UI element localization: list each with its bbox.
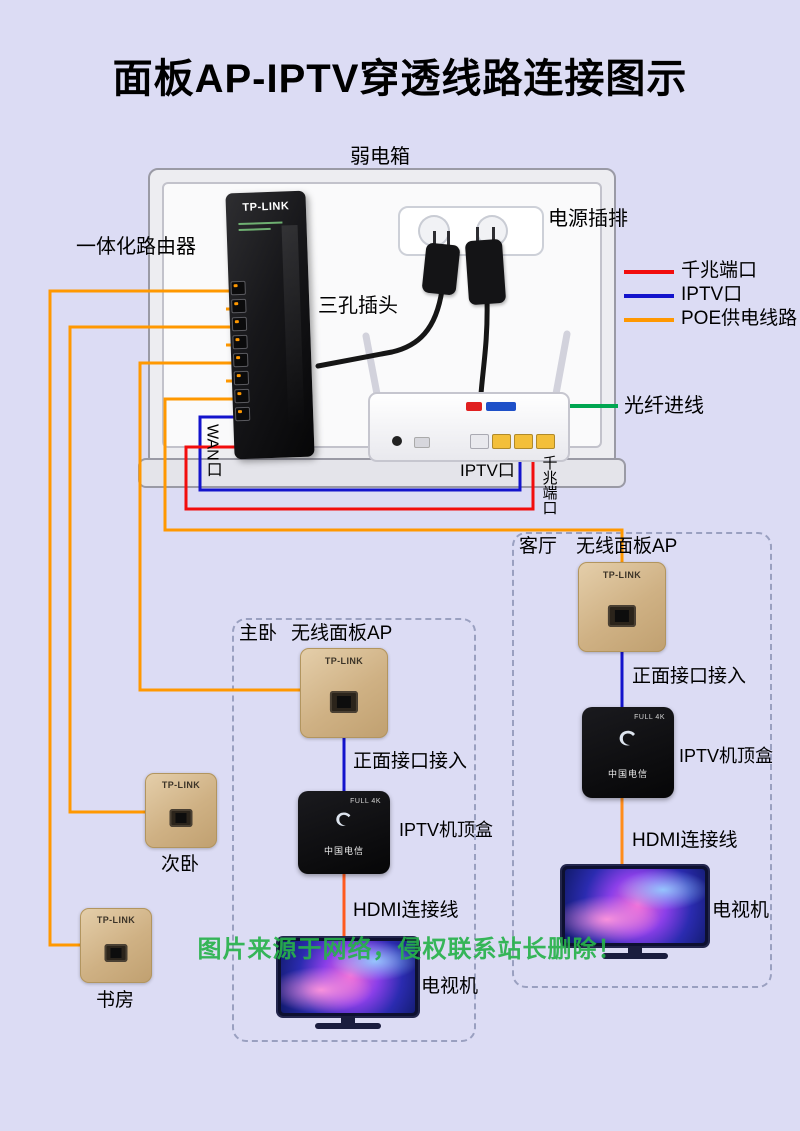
living-room-zone [512,532,772,988]
second-bedroom-name: 次卧 [161,854,200,875]
ont-brand-bar [486,402,516,411]
study-panel-ap: TP-LINK [80,908,152,983]
switch-port [231,298,247,314]
switch-port [232,352,249,368]
legend-label-poe: POE供电线路 [681,308,798,329]
living-tv-label: 电视机 [712,900,770,921]
tv-stand [341,1016,355,1024]
tv-stand [628,946,642,954]
wire-poe-master [138,361,302,692]
legend-line-iptv [624,294,674,298]
switch-port [230,280,246,296]
switch-port [234,388,250,404]
ont-power-port [392,436,402,446]
gigabit-port-label: 千兆端口 [540,455,558,515]
switch-port [232,334,248,350]
page-title: 面板AP-IPTV穿透线路连接图示 [112,57,688,101]
switch-port [231,316,248,332]
fiber-entry-label: 光纤进线 [624,395,704,417]
stb-brand-label: 中国电信 [607,768,648,779]
ont-modem [368,392,570,462]
stb-brand-label: 中国电信 [323,846,364,857]
antenna-left [362,332,381,398]
power-cable-left [315,287,445,369]
living-front-port-label: 正面接口接入 [632,666,747,687]
ont-lan-port [470,434,489,449]
plug-prong [492,227,495,242]
living-room-name: 客厅 [519,536,558,557]
second-bedroom-panel-ap: TP-LINK [145,773,217,848]
switch-port [233,370,250,386]
wire-poe-study [48,289,243,947]
ap-brand-label: TP-LINK [324,656,364,667]
ap-ethernet-jack [329,691,359,713]
power-plug [464,238,507,306]
master-front-port-label: 正面接口接入 [353,751,468,772]
ap-brand-label: TP-LINK [602,570,642,581]
tv-stand-base [602,953,668,959]
master-bedroom-zone [232,618,476,1042]
master-tv-label: 电视机 [421,976,479,997]
living-ap-title: 无线面板AP [576,536,678,557]
tv-screen [281,941,415,1013]
ap-ethernet-jack [607,605,637,627]
living-hdmi-label: HDMI连接线 [632,830,738,851]
plug-label: 三孔插头 [318,295,398,317]
ont-logo-icon [466,402,482,411]
living-tv [562,866,708,959]
antenna-right [552,330,571,398]
plug-prong [447,231,450,246]
china-telecom-logo-icon [333,809,355,836]
enclosure-label: 弱电箱 [350,146,410,168]
tv-stand-base [315,1023,381,1029]
switch-model-line [238,221,283,226]
master-iptv-stb: FULL 4K 中国电信 [298,791,390,874]
ap-brand-label: TP-LINK [161,779,201,790]
switch-brand-label: TP-LINK [242,200,290,214]
master-panel-ap: TP-LINK [300,648,388,738]
plug-prong [433,231,436,246]
living-panel-ap: TP-LINK [578,562,666,652]
wire-gigabit-trunk [184,445,535,511]
watermark-text: 图片来源于网络，侵权联系站长删除！ [197,936,623,963]
ont-gigabit-port [536,434,555,449]
poe-router-switch: TP-LINK [225,190,315,460]
switch-port [234,406,251,422]
study-name: 书房 [96,990,135,1011]
tv-screen [565,869,705,943]
legend-line-gigabit [624,270,674,274]
power-cable-right [478,297,490,397]
router-label: 一体化路由器 [76,236,196,258]
living-stb-label: IPTV机顶盒 [679,746,774,766]
stb-4k-badge: FULL 4K [350,798,381,805]
stb-4k-badge: FULL 4K [634,714,665,721]
legend-label-iptv: IPTV口 [681,284,743,305]
wire-iptv-trunk [198,415,522,492]
switch-model-line [238,227,271,232]
master-stb-label: IPTV机顶盒 [399,820,494,840]
master-hdmi-label: HDMI连接线 [353,900,459,921]
iptv-port-label: IPTV口 [460,461,515,480]
legend-label-gigabit: 千兆端口 [681,260,758,281]
wire-poe-second [68,325,243,814]
master-tv [278,938,418,1029]
ap-ethernet-jack [169,809,193,827]
china-telecom-logo-icon [616,727,640,756]
living-iptv-stb: FULL 4K 中国电信 [582,707,674,798]
master-room-name: 主卧 [239,623,278,644]
plug-prong [476,227,479,242]
wan-port-label: WAN口 [203,424,221,477]
legend-line-poe [624,318,674,322]
power-plug [421,242,461,296]
ont-lan-port [514,434,533,449]
wire-poe-living [163,397,624,563]
power-strip-label: 电源插排 [548,208,628,230]
master-ap-title: 无线面板AP [291,623,393,644]
ap-brand-label: TP-LINK [96,914,136,925]
ont-iptv-port [492,434,511,449]
ap-ethernet-jack [104,944,128,962]
ont-button [414,437,430,448]
